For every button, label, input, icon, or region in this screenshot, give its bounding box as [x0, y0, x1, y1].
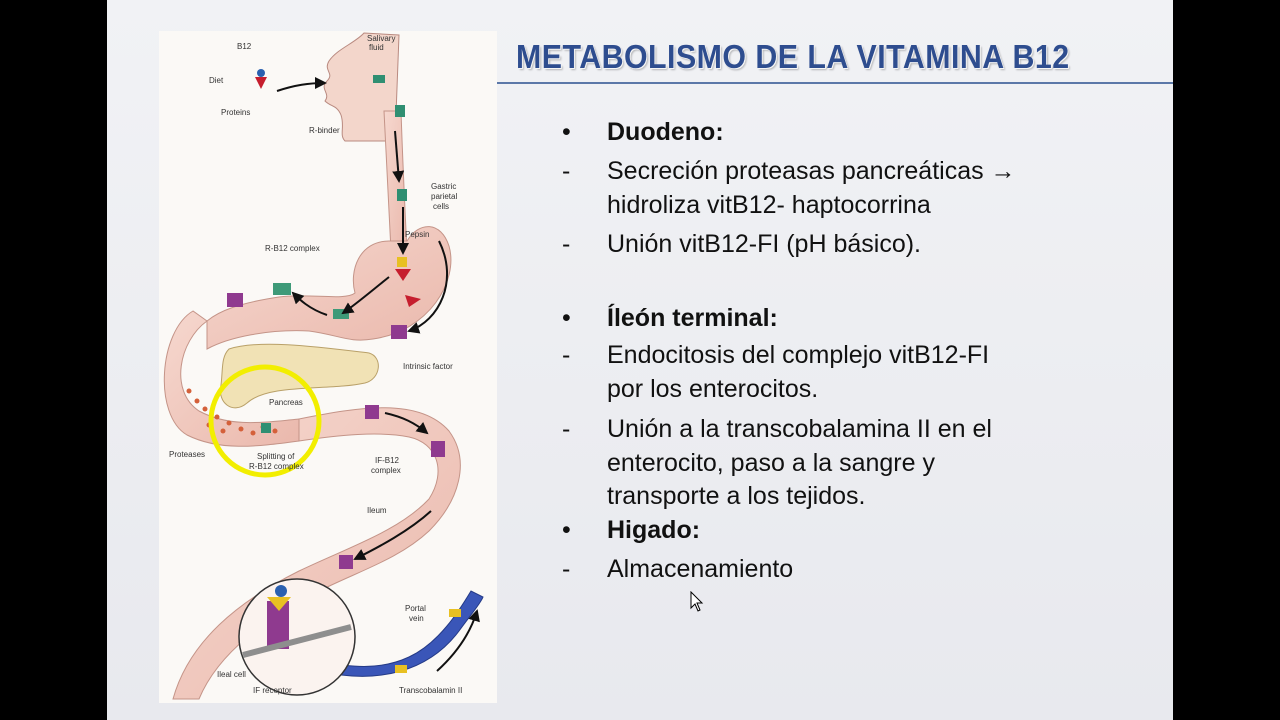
- label-cells: cells: [433, 202, 449, 211]
- label-proteins: Proteins: [221, 108, 250, 117]
- label-ileal-cell: Ileal cell: [217, 670, 246, 679]
- magnifier-circle-icon: [238, 578, 356, 696]
- label-pepsin: Pepsin: [405, 230, 429, 239]
- bullet-text: hidroliza vitB12- haptocorrina: [607, 191, 931, 219]
- bullet-marker: -: [562, 157, 571, 185]
- label-splitting-complex: R-B12 complex: [249, 462, 304, 471]
- label-transcobalamin: Transcobalamin II: [399, 686, 462, 695]
- bullet-text: Íleón terminal:: [607, 304, 778, 332]
- bullet-text: Endocitosis del complejo vitB12-FI: [607, 341, 990, 369]
- complex-icon: [227, 69, 461, 673]
- label-pancreas: Pancreas: [269, 398, 303, 407]
- title-divider: [497, 82, 1173, 84]
- bullet-text: Higado:: [607, 516, 701, 544]
- label-proteases: Proteases: [169, 450, 205, 459]
- bullet-marker: •: [562, 304, 571, 332]
- label-rb12-complex: R-B12 complex: [265, 244, 320, 253]
- label-portal: Portal: [405, 604, 426, 613]
- bullet-text: transporte a los tejidos.: [607, 482, 866, 510]
- label-ifb12-complex: complex: [371, 466, 401, 475]
- label-vein: vein: [409, 614, 424, 623]
- slide: B12 Diet Proteins Salivary fluid R-binde…: [107, 0, 1173, 720]
- label-b12: B12: [237, 42, 252, 51]
- label-salivary: Salivary: [367, 34, 395, 43]
- bullet-marker: •: [562, 516, 571, 544]
- mouse-cursor-icon: [690, 591, 704, 612]
- label-gastric: Gastric: [431, 182, 456, 191]
- stomach: [206, 226, 452, 350]
- bullet-text: por los enterocitos.: [607, 375, 819, 403]
- bullet-text: Secreción proteasas pancreáticas →: [607, 157, 1016, 185]
- bullet-marker: -: [562, 555, 571, 583]
- label-parietal: parietal: [431, 192, 457, 201]
- label-splitting: Splitting of: [257, 452, 295, 461]
- arrow-icon: [276, 77, 480, 672]
- label-ifb12: IF-B12: [375, 456, 400, 465]
- label-if-receptor: IF receptor: [253, 686, 292, 695]
- bullet-text: Unión vitB12-FI (pH básico).: [607, 230, 922, 258]
- bullet-text: Unión a la transcobalamina II en el: [607, 415, 992, 443]
- bullet-text: Almacenamiento: [607, 555, 794, 583]
- label-diet: Diet: [209, 76, 224, 85]
- digestive-tract-illustration: B12 Diet Proteins Salivary fluid R-binde…: [163, 32, 484, 700]
- highlight-circle: [208, 364, 322, 478]
- label-ileum: Ileum: [367, 506, 387, 515]
- head-silhouette: [323, 32, 400, 142]
- bullet-text: enterocito, paso a la sangre y: [607, 449, 935, 477]
- label-fluid: fluid: [369, 43, 384, 52]
- bullet-marker: -: [562, 341, 571, 369]
- bullet-marker: •: [562, 118, 571, 146]
- slide-title: METABOLISMO DE LA VITAMINA B12: [516, 38, 1070, 75]
- label-intrinsic-factor: Intrinsic factor: [403, 362, 453, 371]
- bullet-marker: -: [562, 415, 571, 443]
- b12-metabolism-diagram: B12 Diet Proteins Salivary fluid R-binde…: [159, 31, 497, 703]
- label-r-binder: R-binder: [309, 126, 340, 135]
- bullet-marker: -: [562, 230, 571, 258]
- pancreas: [219, 343, 379, 409]
- bullet-text: Duodeno:: [607, 118, 724, 146]
